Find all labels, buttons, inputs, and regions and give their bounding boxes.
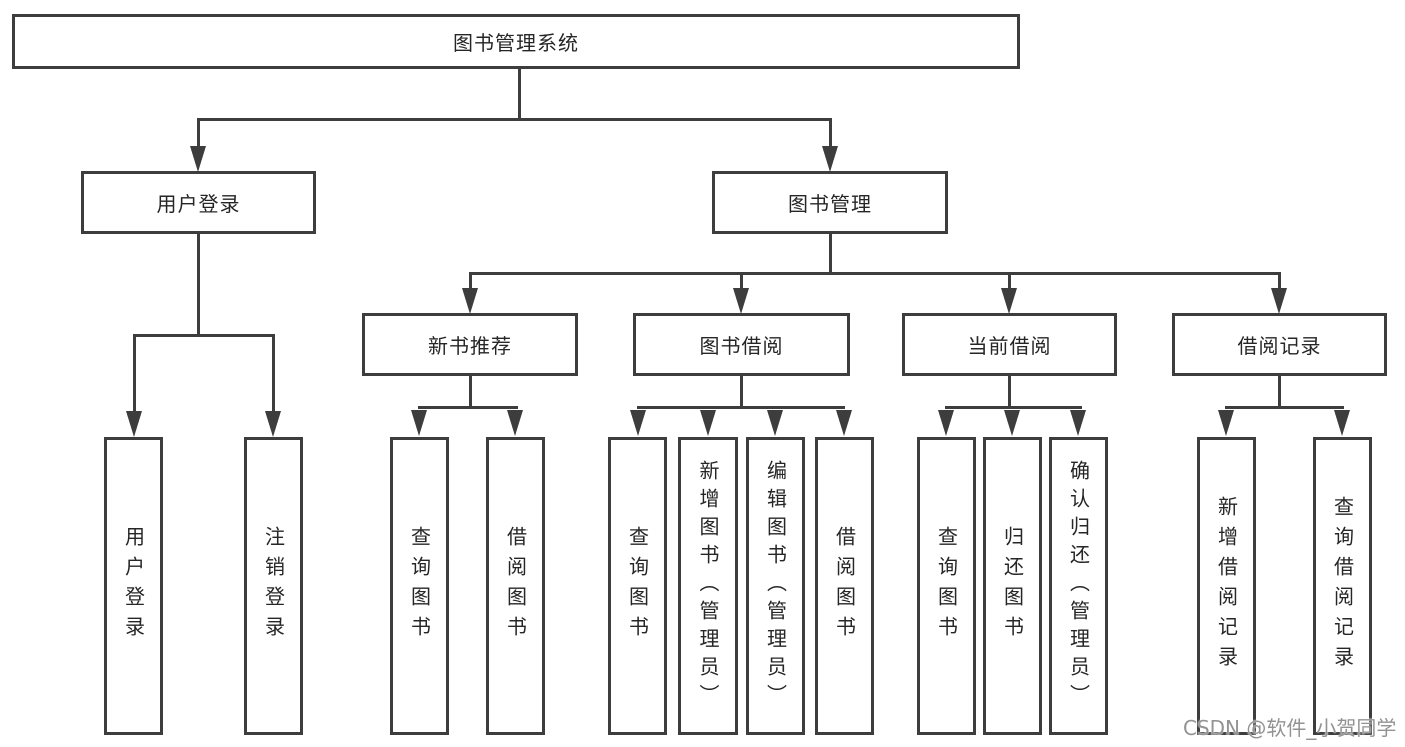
arrow-down-icon [1271, 288, 1287, 314]
leaf-label: 借阅图书 [832, 526, 857, 646]
leaf-cb-query-book: 查询图书 [917, 437, 976, 735]
arrow-down-icon [767, 410, 783, 436]
arrow-down-icon [190, 146, 206, 172]
node-current-borrow-label: 当前借阅 [967, 334, 1052, 358]
connector-book-management-stem [829, 234, 832, 275]
arrow-down-icon [938, 410, 954, 436]
leaf-br-query-record: 查询借阅记录 [1313, 437, 1372, 735]
leaf-label: 用户登录 [121, 526, 146, 646]
leaf-label: 新增借阅记录 [1214, 496, 1239, 676]
arrow-down-icon [733, 288, 749, 314]
leaf-label: 查询图书 [625, 526, 650, 646]
leaf-label: 归还图书 [1000, 526, 1025, 646]
node-book-borrow-label: 图书借阅 [699, 334, 784, 358]
connector-drop-new-book-recommend [469, 272, 472, 292]
arrow-down-icon [836, 410, 852, 436]
node-new-book-recommend: 新书推荐 [362, 313, 578, 376]
arrow-down-icon [700, 410, 716, 436]
arrow-down-icon [1218, 410, 1234, 436]
connector-drop-borrow-record [1278, 272, 1281, 292]
arrow-down-icon [126, 411, 142, 437]
leaf-br-add-record: 新增借阅记录 [1197, 437, 1256, 735]
leaf-label: 查询借阅记录 [1330, 496, 1355, 676]
connector-stem [469, 376, 472, 408]
node-root: 图书管理系统 [12, 14, 1020, 69]
leaf-label: 注销登录 [261, 526, 286, 646]
connector-drop-book-management [829, 118, 832, 150]
leaf-label: 借阅图书 [503, 526, 528, 646]
node-borrow-record: 借阅记录 [1172, 313, 1387, 376]
connector-stem [740, 376, 743, 408]
leaf-label: 确认归还（管理员） [1066, 460, 1091, 712]
leaf-label: 编辑图书（管理员） [763, 460, 788, 712]
arrow-down-icon [1004, 410, 1020, 436]
node-user-login-label: 用户登录 [156, 192, 241, 216]
node-book-management-label: 图书管理 [788, 192, 872, 216]
leaf-bb-query-book: 查询图书 [608, 437, 667, 735]
leaf-nbr-borrow-book: 借阅图书 [486, 437, 545, 735]
leaf-logout: 注销登录 [244, 437, 303, 735]
arrow-down-icon [507, 410, 523, 436]
connector-rail [945, 406, 1082, 409]
connector-drop-leaf [133, 334, 136, 413]
arrow-down-icon [822, 146, 838, 172]
connector-root-stem [518, 68, 521, 120]
leaf-label: 新增图书（管理员） [696, 460, 720, 712]
connector-stem [1008, 376, 1011, 408]
arrow-down-icon [1070, 410, 1086, 436]
connector-rail [418, 406, 518, 409]
leaf-cb-return-book: 归还图书 [983, 437, 1042, 735]
connector-user-login-rail [133, 334, 275, 337]
node-new-book-recommend-label: 新书推荐 [428, 334, 512, 358]
node-root-label: 图书管理系统 [453, 31, 579, 55]
arrow-down-icon [1334, 410, 1350, 436]
connector-drop-user-login [197, 118, 200, 150]
connector-level3-rail [469, 272, 1281, 275]
connector-drop-book-borrow [740, 272, 743, 292]
leaf-cb-confirm-return-admin: 确认归还（管理员） [1049, 437, 1108, 735]
leaf-label: 查询图书 [407, 526, 432, 646]
arrow-down-icon [1001, 288, 1017, 314]
connector-level2-rail [197, 118, 832, 121]
connector-rail [1225, 406, 1344, 409]
arrow-down-icon [411, 410, 427, 436]
arrow-down-icon [630, 410, 646, 436]
node-current-borrow: 当前借阅 [902, 313, 1117, 376]
node-book-management: 图书管理 [712, 171, 948, 234]
connector-drop-leaf [272, 334, 275, 413]
leaf-user-login: 用户登录 [104, 437, 163, 735]
connector-drop-current-borrow [1008, 272, 1011, 292]
connector-stem [1278, 376, 1281, 408]
connector-user-login-stem [197, 234, 200, 337]
node-user-login: 用户登录 [81, 171, 316, 234]
leaf-label: 查询图书 [934, 526, 959, 646]
leaf-nbr-query-book: 查询图书 [390, 437, 449, 735]
csdn-watermark: CSDN @软件_小贺同学 [1183, 716, 1397, 740]
node-borrow-record-label: 借阅记录 [1237, 334, 1322, 358]
arrow-down-icon [265, 411, 281, 437]
leaf-bb-edit-book-admin: 编辑图书（管理员） [746, 437, 805, 735]
leaf-bb-borrow-book: 借阅图书 [815, 437, 874, 735]
node-book-borrow: 图书借阅 [633, 313, 850, 376]
leaf-bb-add-book-admin: 新增图书（管理员） [678, 437, 738, 735]
arrow-down-icon [462, 288, 478, 314]
connector-rail [637, 406, 845, 409]
